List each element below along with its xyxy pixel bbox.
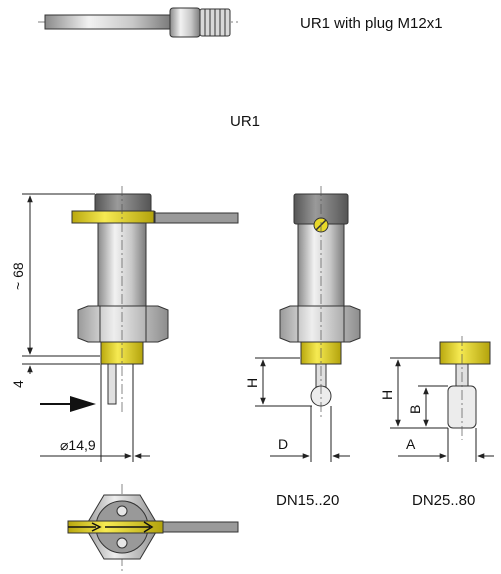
dn25-a-dimension [398,428,494,462]
variant-dn25-80-label: DN25..80 [412,492,475,509]
dn15-height-label: H [244,378,260,388]
plug-variant-drawing [38,7,238,38]
dn25-a-label: A [406,436,416,452]
flow-arrow [40,396,96,412]
height-dimension-label: ~ 68 [10,262,26,290]
offset-dimension-label: 4 [10,380,26,388]
plug-caption: UR1 with plug M12x1 [300,15,443,32]
dn25-height-dimension [390,357,448,429]
variant-dn15-20-label: DN15..20 [276,492,339,509]
dn15-height-dimension [255,357,312,407]
dn25-height-label: H [379,390,395,400]
dn25-b-label: B [407,405,423,414]
dn15-d-label: D [278,436,288,452]
dn15-20-view [279,186,361,420]
sensor-top-view [67,484,239,574]
offset-dimension [22,346,100,374]
diameter-dimension-label: ⌀14,9 [60,437,96,453]
dn25-80-view [439,336,491,440]
sensor-side-view [71,186,239,415]
diameter-dimension [40,364,150,462]
dn15-d-dimension [270,406,350,462]
height-dimension [22,193,100,357]
model-title: UR1 [230,113,260,130]
dn25-b-dimension [418,385,448,427]
